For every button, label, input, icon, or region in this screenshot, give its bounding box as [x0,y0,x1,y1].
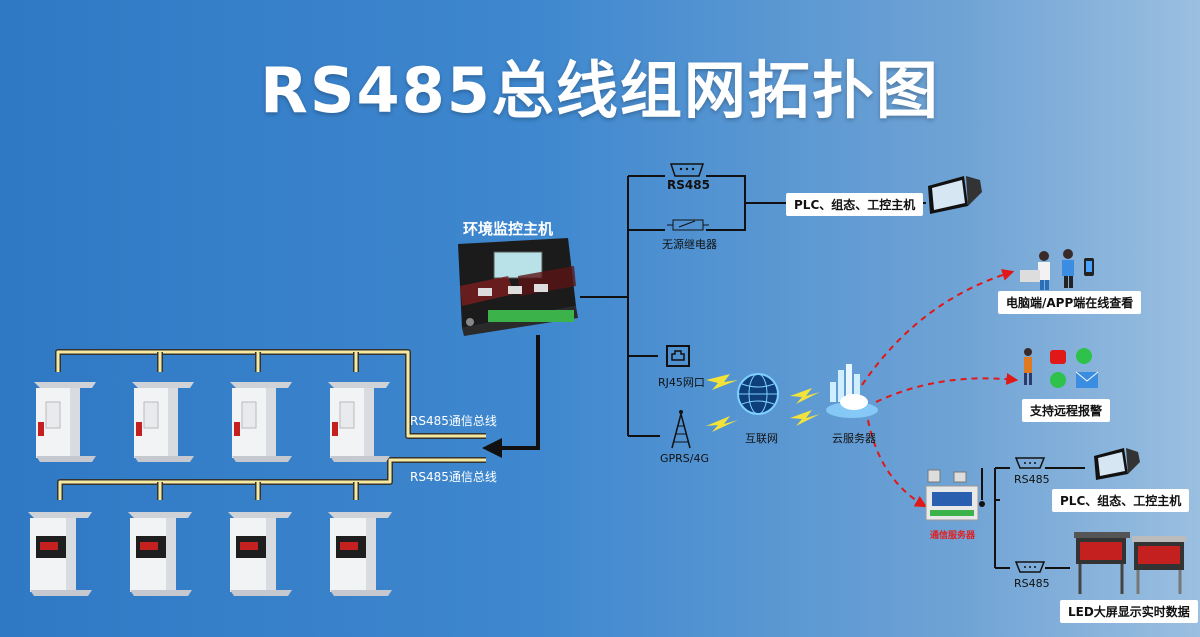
comm-server-image [925,468,985,521]
remote-view-tag: 电脑端/APP端在线查看 [998,291,1142,314]
rs485-port-icon-a [1014,457,1046,469]
monitor-icon-bottom [1094,448,1140,480]
bus-label-top: RS485通信总线 [410,414,497,428]
comm-server-label: 通信服务器 [930,531,976,541]
internet-label: 互联网 [745,432,778,445]
rs485-bus-lines [55,349,486,500]
gprs-tower-icon [671,410,691,449]
sensor-device [328,382,390,462]
led-tag: LED大屏显示实时数据 [1060,600,1198,623]
rs485-top-label: RS485 [667,178,710,192]
rj45-label: RJ45网口 [658,376,705,389]
rs485-a-label: RS485 [1014,473,1050,486]
plc-top-tag: PLC、组态、工控主机 [786,193,924,216]
led-screens-image [1074,532,1186,594]
sensor-device [128,512,192,596]
gprs-label: GPRS/4G [660,452,710,465]
sensor-device [328,512,392,596]
rs485-port-icon-top [669,163,705,177]
wireless-bolts [706,374,820,432]
cloud-label: 云服务器 [832,432,876,445]
sensor-device [28,512,92,596]
host-controller-image [458,238,578,336]
relay-label: 无源继电器 [662,238,717,251]
globe-icon [737,373,779,415]
sensor-device [132,382,194,462]
cloud-server-icon [826,364,878,418]
sensor-device [230,382,292,462]
remote-alarm-tag: 支持远程报警 [1022,399,1111,422]
bus-label-bottom: RS485通信总线 [410,470,497,484]
monitor-icon-top [928,176,982,214]
host-label: 环境监控主机 [463,220,554,238]
relay-icon [667,219,709,231]
rs485-b-label: RS485 [1014,577,1050,590]
page-title: RS485总线组网拓扑图 [260,54,940,127]
rj45-icon [666,345,690,367]
plc-bottom-tag: PLC、组态、工控主机 [1052,489,1190,512]
sensor-device [34,382,96,462]
rs485-port-icon-b [1014,561,1046,573]
remote-dashed-links [861,269,1019,508]
bus-return-arrow [482,335,540,458]
alarm-icons [1024,348,1099,388]
remote-users-icon [1020,249,1094,290]
sensor-device [228,512,292,596]
